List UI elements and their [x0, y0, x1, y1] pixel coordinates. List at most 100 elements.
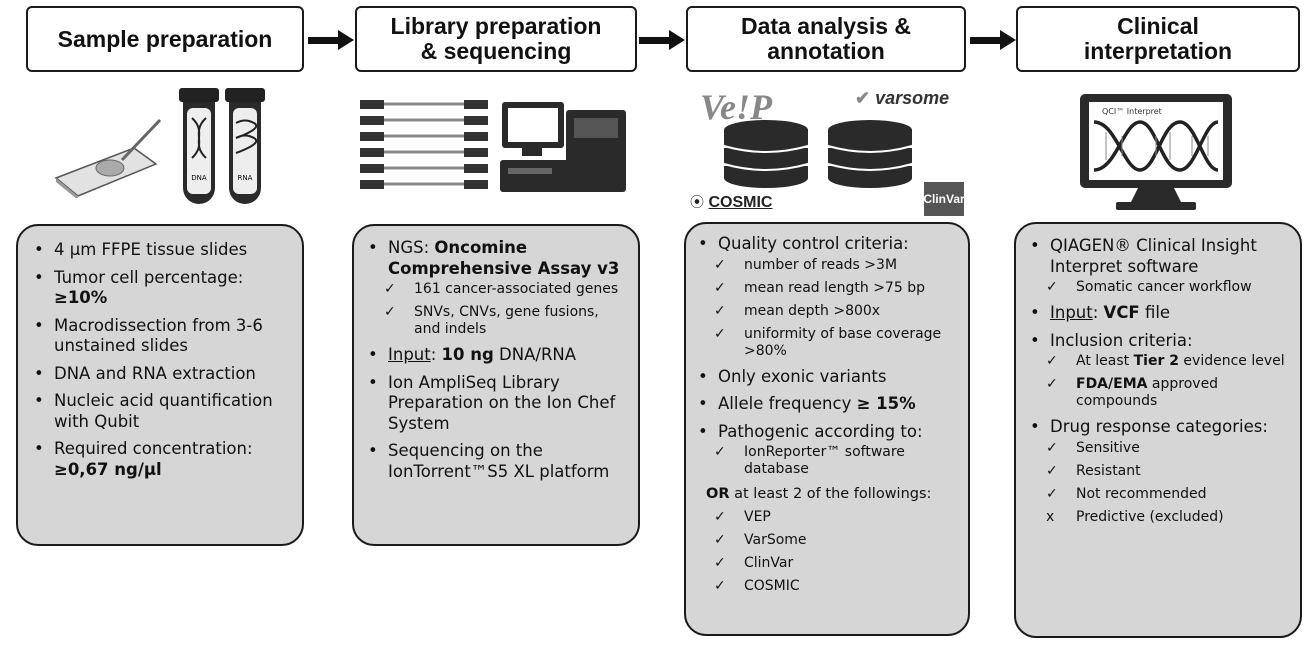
- list-item: QIAGEN® Clinical Insight Interpret softw…: [1026, 236, 1292, 296]
- sub-item-text: Sensitive: [1076, 439, 1140, 456]
- item-bold-value: ≥ 15%: [856, 394, 916, 413]
- sub-item-text: SNVs, CNVs, gene fusions, and indels: [414, 304, 599, 337]
- item-text: DNA/RNA: [493, 345, 577, 364]
- sequencer-machine-icon: [500, 102, 626, 192]
- item-bold-value: ≥0,67 ng/µl: [54, 459, 162, 479]
- data-analysis-list: Quality control criteria: ✓number of rea…: [694, 234, 958, 478]
- checkmark-icon: ✓: [714, 578, 726, 594]
- rna-tube-icon: RNA: [225, 88, 265, 204]
- step-data-analysis-header: Data analysis & annotation: [686, 6, 966, 72]
- item-text: :: [1092, 303, 1104, 322]
- sub-item-text: VarSome: [744, 532, 807, 548]
- database-icon: [827, 120, 913, 188]
- step-clinical-interpretation-header: Clinical interpretation: [1016, 6, 1300, 72]
- right-arrow-icon: [308, 30, 354, 50]
- item-text: Required concentration:: [54, 439, 253, 458]
- list-item: Input: VCF file: [1026, 303, 1292, 324]
- list-item: Ion AmpliSeq Library Preparation on the …: [364, 373, 628, 435]
- varsome-logo-text: varsome: [875, 88, 950, 108]
- sub-list-item: ✓FDA/EMA approved compounds: [1026, 376, 1292, 410]
- cosmic-emblem-icon: ⦿: [690, 194, 704, 210]
- qci-logo-text: QCI™ Interpret: [1102, 107, 1162, 116]
- checkmark-icon: ✓: [1046, 376, 1058, 392]
- dna-tube-icon: DNA: [179, 88, 219, 204]
- checkmark-icon: ✓: [714, 555, 726, 571]
- item-text: Tumor cell percentage:: [54, 267, 244, 287]
- sub-item-text: mean depth >800x: [744, 302, 881, 319]
- right-arrow-icon: [639, 30, 685, 50]
- sub-list-item: ✓ Not recommended: [1026, 486, 1292, 503]
- library-sequencing-panel: NGS: Oncomine Comprehensive Assay v3 ✓16…: [352, 224, 640, 546]
- item-text: NGS:: [388, 238, 435, 257]
- sub-list-item: ✓VEP: [694, 509, 958, 526]
- header-text-line1: Data analysis &: [740, 13, 912, 39]
- list-item: Only exonic variants: [694, 367, 958, 388]
- database-icon: [723, 120, 809, 188]
- sub-list: ✓ number of reads >3M ✓ mean read length >…: [694, 257, 958, 360]
- item-text: Inclusion criteria:: [1050, 330, 1193, 350]
- sub-item-text: number of reads >3M: [744, 256, 898, 273]
- item-bold-value: Oncomine Comprehensive Assay v3: [388, 238, 620, 278]
- item-bold-value: 10 ng: [441, 345, 494, 364]
- item-text: Drug response categories:: [1050, 417, 1268, 436]
- list-item: NGS: Oncomine Comprehensive Assay v3 ✓16…: [364, 238, 628, 338]
- tube-dna-label: DNA: [191, 174, 207, 182]
- item-text: Ion AmpliSeq Library Preparation on the …: [388, 372, 616, 433]
- item-text: Pathogenic according to:: [718, 421, 923, 441]
- header-text-line2: & sequencing: [420, 38, 572, 64]
- sample-preparation-list: 4 µm FFPE tissue slides Tumor cell perce…: [30, 240, 290, 480]
- sub-list-item: ✓mean depth >800x: [694, 303, 958, 320]
- sub-item-text: ClinVar: [744, 555, 794, 571]
- sub-item-text: VEP: [744, 509, 771, 525]
- data-analysis-panel: Quality control criteria: ✓number of rea…: [684, 222, 970, 636]
- sub-item-text: Not recommended: [1076, 485, 1207, 502]
- header-text-line1: Library preparation: [390, 13, 602, 39]
- checkmark-icon: ✓: [1046, 462, 1058, 479]
- item-text: :: [430, 345, 442, 364]
- checkmark-icon: ✓: [714, 444, 726, 460]
- sub-list-item: ✓ ClinVar: [694, 555, 958, 572]
- sub-list: ✓Somatic cancer workflow: [1026, 279, 1292, 296]
- list-item: Drug response categories: ✓Sensitive ✓Re…: [1026, 417, 1292, 526]
- checkmark-icon: ✓: [714, 256, 726, 273]
- header-text-line2: annotation: [767, 38, 885, 64]
- sub-item-bold: FDA/EMA: [1076, 376, 1148, 392]
- list-item: Macrodissection from 3-6 unstained slide…: [30, 316, 290, 357]
- sub-list: ✓VEP ✓VarSome ✓ ClinVar ✓ COSMIC: [694, 509, 958, 595]
- item-text: 4 µm FFPE tissue slides: [54, 240, 248, 259]
- checkmark-icon: ✓: [714, 325, 726, 342]
- sub-list-item: ✓VarSome: [694, 532, 958, 549]
- varsome-logo: ✔ varsome: [855, 88, 949, 109]
- right-arrow-icon: [970, 30, 1016, 50]
- sub-item-text: uniformity of base coverage >80%: [744, 325, 942, 359]
- tube-rna-label: RNA: [238, 174, 253, 182]
- sub-list: ✓Sensitive ✓Resistant ✓Not recommended x…: [1026, 440, 1292, 526]
- sample-preparation-panel: 4 µm FFPE tissue slides Tumor cell perce…: [16, 224, 304, 546]
- list-item: Pathogenic according to: ✓IonReporter™ s…: [694, 422, 958, 479]
- or-text: at least 2 of the followings:: [729, 486, 932, 502]
- sequencing-chip-icon: [360, 100, 488, 189]
- checkmark-icon: ✔: [855, 88, 871, 108]
- sub-item-text: At least: [1076, 353, 1134, 369]
- checkmark-icon: ✓: [1046, 485, 1058, 502]
- monitor-software-icon: QCI™ Interpret: [1080, 94, 1232, 210]
- sub-item-text: COSMIC: [744, 578, 800, 594]
- clinvar-logo: ClinVar: [923, 182, 965, 216]
- clinical-interpretation-list: QIAGEN® Clinical Insight Interpret softw…: [1026, 236, 1292, 526]
- list-item: Tumor cell percentage:≥10%: [30, 268, 290, 309]
- sub-list-item: ✓Sensitive: [1026, 440, 1292, 457]
- list-item: DNA and RNA extraction: [30, 364, 290, 385]
- item-text: Sequencing on the IonTorrent™S5 XL platf…: [388, 441, 610, 481]
- sub-list-item: ✓IonReporter™ software database: [694, 444, 958, 478]
- checkmark-icon: ✓: [714, 279, 726, 296]
- sub-list: ✓IonReporter™ software database: [694, 444, 958, 478]
- checkmark-icon: ✓: [384, 281, 396, 297]
- sub-item-text: mean read length >75 bp: [744, 279, 925, 296]
- item-text: DNA and RNA extraction: [54, 363, 256, 383]
- sub-list-item: ✓161 cancer-associated genes: [364, 281, 628, 298]
- sub-list-item: ✓ uniformity of base coverage >80%: [694, 326, 958, 360]
- or-condition-line: OR at least 2 of the followings:: [706, 485, 958, 503]
- header-text-line1: Clinical: [1117, 13, 1199, 39]
- cosmic-logo: ⦿ COSMIC: [690, 192, 772, 212]
- checkmark-icon: ✓: [1046, 279, 1058, 295]
